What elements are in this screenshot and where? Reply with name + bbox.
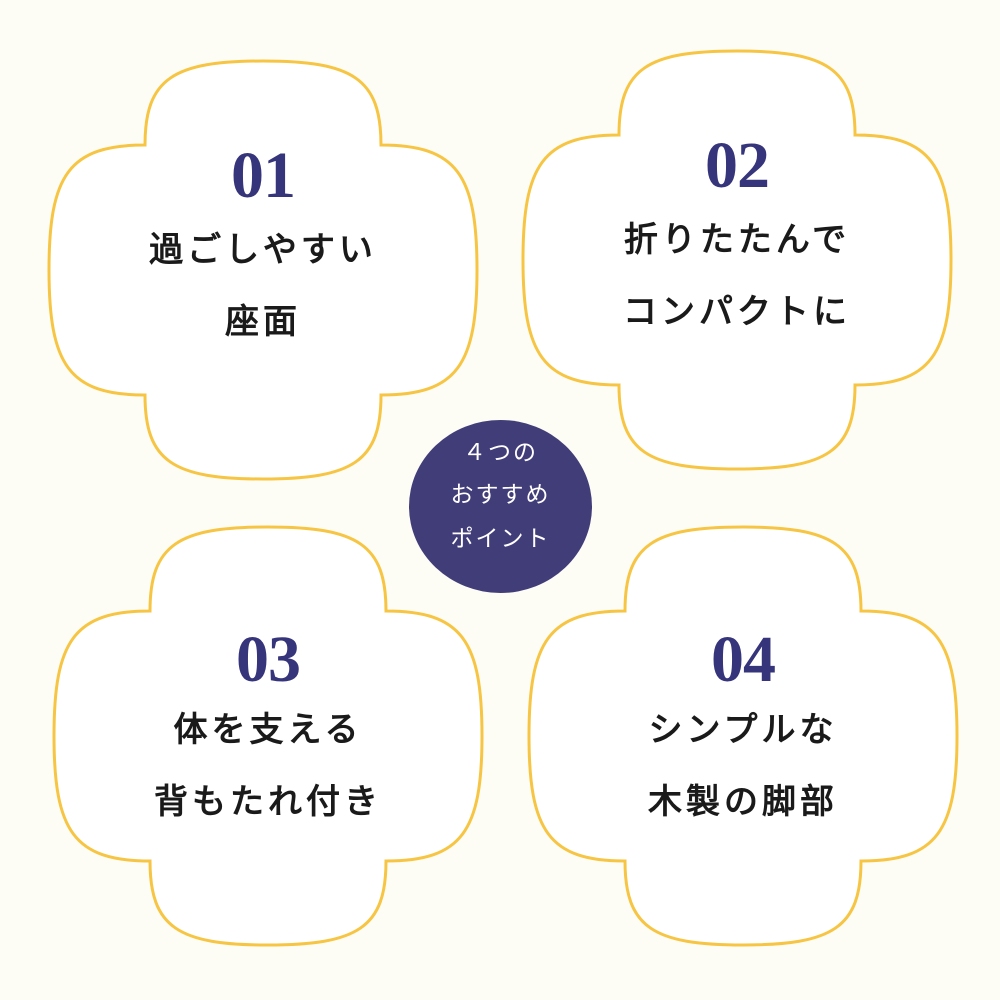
point-title-line1: 過ごしやすい xyxy=(149,230,377,270)
point-number: 04 xyxy=(711,623,776,696)
point-title-line1: シンプルな xyxy=(648,710,838,750)
badge-line-3: ポイント xyxy=(450,526,551,552)
four-points-badge: ４つの おすすめ ポイント xyxy=(409,420,592,593)
point-card-04: 04 シンプルな 木製の脚部 xyxy=(527,525,959,947)
point-title-line2: 背もたれ付き xyxy=(154,782,382,822)
quatrefoil-frame xyxy=(527,525,959,947)
quatrefoil-frame xyxy=(47,59,479,481)
point-title-line2: 座面 xyxy=(225,302,301,342)
point-card-03: 03 体を支える 背もたれ付き xyxy=(52,525,484,947)
badge-line-2: おすすめ xyxy=(450,482,551,508)
point-number: 01 xyxy=(231,139,296,212)
point-title-line2: コンパクトに xyxy=(623,292,851,332)
point-number: 02 xyxy=(705,129,770,202)
point-title-line1: 体を支える xyxy=(173,710,363,750)
point-card-02: 02 折りたたんで コンパクトに xyxy=(521,49,953,471)
point-title-line2: 木製の脚部 xyxy=(648,782,838,822)
badge-line-1: ４つの xyxy=(463,440,538,466)
quatrefoil-frame xyxy=(521,49,953,471)
point-number: 03 xyxy=(236,623,301,696)
point-card-01: 01 過ごしやすい 座面 xyxy=(47,59,479,481)
quatrefoil-frame xyxy=(52,525,484,947)
point-title-line1: 折りたたんで xyxy=(623,220,851,260)
